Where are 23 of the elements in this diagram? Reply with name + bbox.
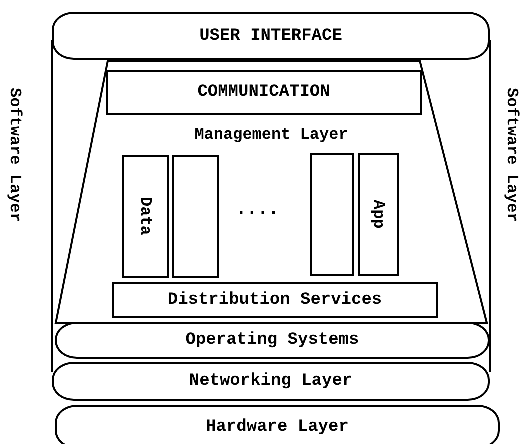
column-box [310, 153, 354, 276]
layer-name: Data [136, 197, 154, 236]
layer-name: App [370, 200, 388, 229]
column-box [172, 155, 219, 278]
layer-name: Distribution Services [168, 290, 382, 310]
layer-box [112, 282, 438, 318]
layer-band [55, 322, 490, 359]
column-box [122, 155, 169, 278]
layer-name: COMMUNICATION [198, 83, 330, 102]
side-label: Software Layer [503, 88, 521, 222]
column-box [358, 153, 399, 276]
layer-band [55, 405, 500, 444]
layer-name: Operating Systems [186, 331, 360, 350]
side-label: Software Layer [6, 88, 24, 222]
layer-name: USER INTERFACE [200, 26, 342, 46]
layer-name: Hardware Layer [206, 418, 349, 436]
trapezoid-frame [55, 60, 488, 324]
layer-name: Networking Layer [189, 372, 353, 391]
layer-band [52, 12, 490, 60]
ellipsis-text: .... [236, 200, 280, 220]
layer-box [106, 70, 422, 115]
layer-title: Management Layer [194, 126, 350, 144]
layer-band [52, 362, 490, 401]
